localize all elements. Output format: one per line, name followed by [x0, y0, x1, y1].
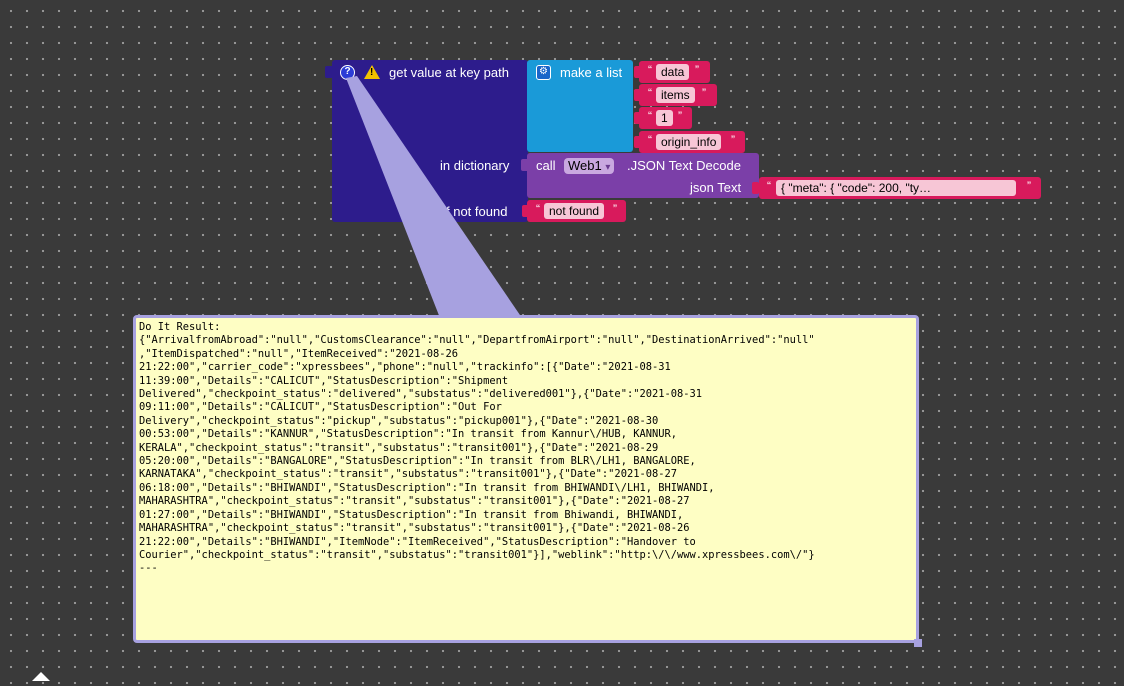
component-dropdown[interactable]: Web1 ▾ — [564, 158, 615, 174]
open-quote: “ — [536, 202, 540, 216]
string-block-data[interactable]: “ data ” — [639, 61, 710, 83]
open-quote: “ — [648, 86, 652, 100]
string-connector — [634, 66, 641, 78]
string-value[interactable]: 1 — [656, 110, 673, 126]
warning-icon-mark: ! — [370, 67, 374, 78]
json-text-param-label: json Text — [690, 180, 742, 195]
string-block-1[interactable]: “ 1 ” — [639, 107, 692, 129]
if-not-found-label: f not found — [446, 204, 508, 219]
string-block-not-found[interactable]: “ not found ” — [527, 200, 626, 222]
string-connector — [634, 89, 641, 101]
string-value[interactable]: data — [656, 64, 690, 80]
close-quote: ” — [613, 202, 617, 216]
close-quote: ” — [1027, 179, 1031, 193]
call-block-connector — [521, 159, 529, 171]
chevron-down-icon: ▾ — [605, 162, 611, 173]
gear-icon[interactable]: ⚙ — [536, 65, 551, 80]
string-connector — [752, 182, 759, 194]
string-value[interactable]: { "meta": { "code": 200, "ty… — [776, 180, 1016, 196]
string-value[interactable]: items — [656, 87, 695, 103]
do-it-result-box[interactable]: Do It Result: {"ArrivalfromAbroad":"null… — [133, 315, 919, 643]
scroll-up-arrow-icon[interactable] — [32, 672, 50, 681]
warning-icon[interactable]: ! — [364, 65, 380, 79]
method-label: .JSON Text Decode — [627, 158, 741, 173]
string-connector — [634, 136, 641, 148]
string-connector — [522, 205, 529, 217]
lookup-block-label: get value at key path — [389, 65, 509, 80]
component-name: Web1 — [568, 158, 602, 173]
close-quote: ” — [702, 86, 706, 100]
string-value[interactable]: not found — [544, 203, 605, 219]
call-label: call — [536, 158, 556, 173]
open-quote: “ — [648, 63, 652, 77]
close-quote: ” — [678, 109, 682, 123]
in-dictionary-label: in dictionary — [440, 158, 510, 173]
string-value[interactable]: origin_info — [656, 134, 722, 150]
close-quote: ” — [695, 63, 699, 77]
string-block-items[interactable]: “ items ” — [639, 84, 717, 106]
make-a-list-label: make a list — [560, 65, 623, 80]
open-quote: “ — [767, 179, 771, 193]
close-quote: ” — [731, 133, 735, 147]
string-connector — [634, 112, 641, 124]
string-block-origin-info[interactable]: “ origin_info ” — [639, 131, 745, 153]
resize-handle[interactable] — [914, 639, 922, 647]
string-block-json-text[interactable]: “ { "meta": { "code": 200, "ty… ” — [759, 177, 1041, 199]
open-quote: “ — [648, 109, 652, 123]
lookup-block-connector — [325, 66, 334, 78]
open-quote: “ — [648, 133, 652, 147]
bubble-tail-shape — [346, 76, 522, 318]
